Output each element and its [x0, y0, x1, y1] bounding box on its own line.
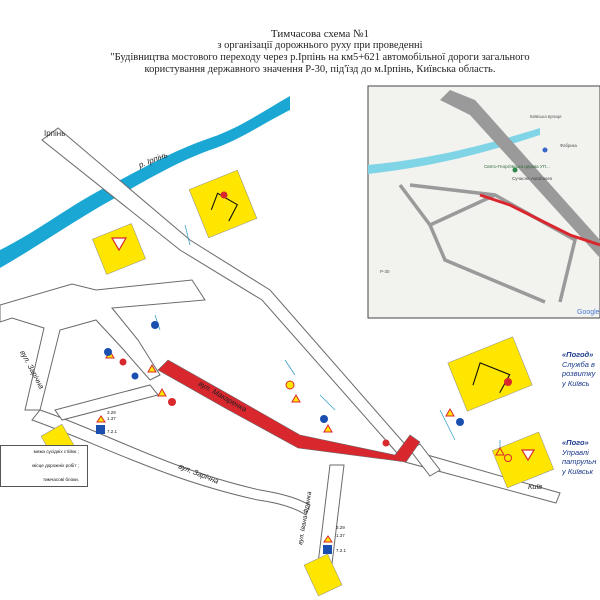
river — [0, 96, 290, 268]
sign-code-5: 1.37 — [336, 533, 345, 538]
inset-worksite — [479, 193, 600, 247]
side-note-2: «Пого» Управлі патрульн у Київськ — [562, 438, 600, 476]
inset-label-small1: Київська вулиця — [530, 114, 561, 119]
legend: межа сусідніх стійок ; місце дорожніх ро… — [0, 445, 88, 487]
side-note-2-line3: у Київськ — [562, 466, 594, 476]
inset-label-busstop: Сучасне Autobuses — [512, 176, 553, 181]
sign-plate-top — [188, 169, 258, 239]
inset-main-road — [440, 90, 600, 258]
legend-row-2: місце дорожніх робіт ; — [32, 463, 79, 468]
inset-brand: Google — [577, 309, 600, 316]
side-note-2-head: «Пого» — [562, 438, 589, 447]
inset-river — [368, 128, 540, 174]
main-road-r30 — [41, 127, 561, 504]
title-line-2: з організації дорожнього руху при провед… — [217, 40, 423, 51]
side-note-2-line2: патрульн — [562, 457, 597, 466]
sign-code-6: 7.2.1 — [336, 548, 347, 553]
title-line-1: Тимчасова схема №1 — [270, 28, 370, 40]
inset-busstop-pin — [542, 147, 548, 153]
sign-plate-left — [92, 223, 146, 275]
sign-code-1: 3.29 — [107, 410, 116, 415]
map-title: Тимчасова схема №1 з організації дорожнь… — [40, 28, 600, 76]
title-line-3: "Будівництва мостового переходу через р.… — [110, 52, 530, 63]
sign-plate-bottom — [303, 553, 343, 597]
sign-code-2: 1.37 — [107, 416, 116, 421]
sign-code-4: 3.29 — [336, 525, 345, 530]
inset-label-small2: Фабрика — [560, 143, 578, 148]
side-note-2-line1: Управлі — [562, 447, 589, 457]
road-signs — [96, 321, 512, 554]
side-note-1-head: «Погод» — [562, 350, 594, 359]
sign-plate-kyiv — [492, 431, 554, 489]
side-note-1: «Погод» Служба в розвитку у Київсь — [562, 350, 600, 388]
inset-church-pin — [512, 167, 518, 173]
sign-code-3: 7.2.1 — [107, 429, 118, 434]
label-kyiv: Київ — [528, 482, 542, 491]
inset-label-road: Р-30 — [380, 269, 390, 274]
street-network-left — [0, 279, 206, 411]
side-note-1-line2: розвитку — [562, 369, 596, 378]
label-irpin-city: Ірпінь — [44, 129, 65, 138]
label-street-franka: вул. Івана Франка — [297, 491, 313, 546]
inset-location-map: Свято-Георгіївська церква УП... Сучасне … — [367, 85, 600, 319]
side-note-1-line1: Служба в — [562, 359, 595, 369]
street-zarichna-lower — [31, 409, 311, 516]
legend-row-1: межа сусідніх стійок ; — [33, 449, 79, 454]
side-note-1-line3: у Київсь — [562, 378, 590, 388]
sign-plate-right — [447, 336, 533, 412]
title-line-4: користування державного значення Р-30, п… — [144, 64, 496, 75]
inset-label-church: Свято-Георгіївська церква УП... — [484, 164, 550, 169]
street-makarenka-worksite — [157, 359, 421, 463]
legend-row-3: тимчасові блоки. — [43, 477, 79, 482]
